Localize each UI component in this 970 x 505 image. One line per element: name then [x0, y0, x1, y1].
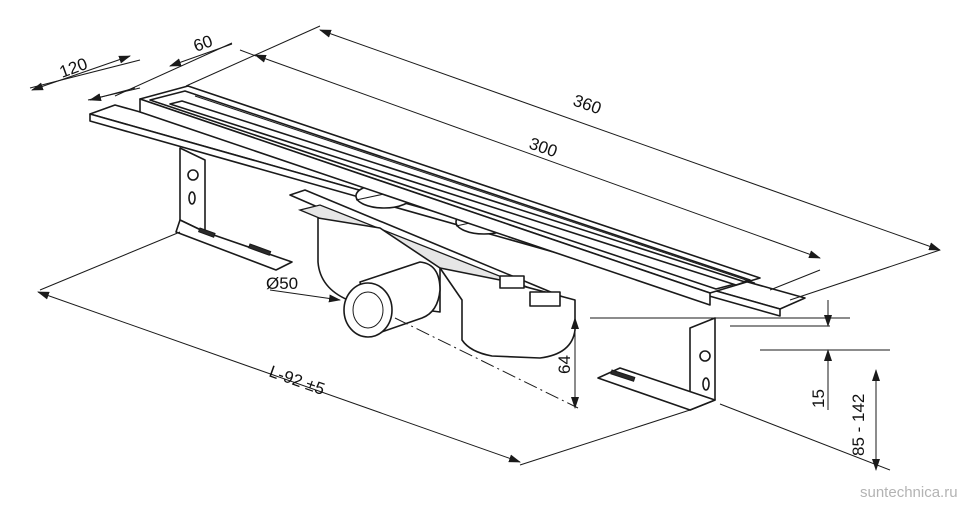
dim-length-adjust-label: L-92 ±5: [267, 362, 328, 399]
dim-360-label: 360: [571, 91, 604, 118]
dim-85-142-label: 85 - 142: [849, 394, 868, 456]
dimension-lines: [31, 29, 941, 471]
watermark: suntechnica.ru: [860, 484, 958, 501]
right-bracket: [597, 317, 716, 411]
dim-120-label: 120: [57, 54, 90, 82]
dim-300-label: 300: [527, 134, 560, 161]
dim-diameter-label: Ø50: [266, 274, 298, 293]
dim-64-label: 64: [555, 355, 574, 374]
dim-15-label: 15: [809, 389, 828, 408]
